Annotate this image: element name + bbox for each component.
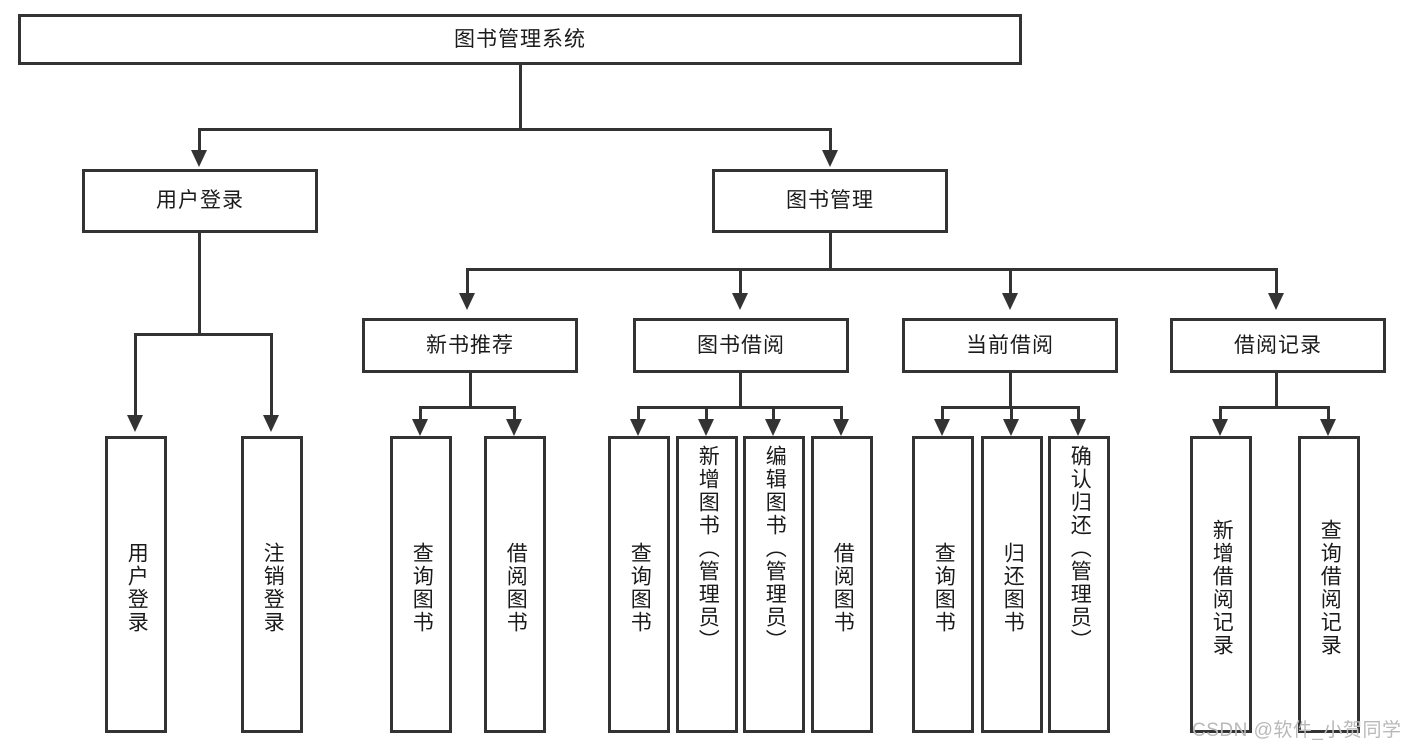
edge-bb-to-leaf-2 — [705, 406, 708, 421]
edge-cb-to-leaf-1 — [941, 406, 944, 421]
edge-root-bus — [198, 128, 832, 131]
leaf-current-borrow-2[interactable]: 归还图书 — [981, 436, 1043, 733]
arrow-bb-to-leaf-2 — [698, 419, 714, 436]
edge-book-management-stem — [829, 233, 832, 270]
leaf-user-login-1[interactable]: 用户登录 — [105, 436, 167, 733]
edge-book-management-bus — [466, 268, 1278, 271]
arrow-new-book-to-leaf-2 — [506, 419, 522, 436]
edge-bb-to-leaf-3 — [772, 406, 775, 421]
leaf-book-borrow-1[interactable]: 查询图书 — [608, 436, 670, 733]
node-label: 当前借阅 — [966, 333, 1054, 357]
node-label: 借阅图书 — [831, 541, 855, 634]
node-current-borrow[interactable]: 当前借阅 — [902, 318, 1118, 373]
node-borrow-record[interactable]: 借阅记录 — [1170, 318, 1386, 373]
leaf-new-book-1[interactable]: 查询图书 — [390, 436, 452, 733]
node-book-management[interactable]: 图书管理 — [712, 169, 948, 233]
node-label: 查询图书 — [932, 541, 956, 634]
arrow-bm-to-borrow-record — [1268, 293, 1284, 310]
node-label: 新增借阅记录 — [1210, 518, 1234, 657]
node-label: 注销登录 — [261, 541, 285, 634]
leaf-book-borrow-4[interactable]: 借阅图书 — [811, 436, 873, 733]
edge-new-book-to-leaf-1 — [419, 406, 422, 421]
node-label: 确认归还（管理员） — [1068, 445, 1092, 652]
node-label: 编辑图书（管理员） — [763, 445, 787, 652]
edge-cb-to-leaf-3 — [1077, 406, 1080, 421]
leaf-current-borrow-3[interactable]: 确认归还（管理员） — [1048, 436, 1110, 733]
leaf-new-book-2[interactable]: 借阅图书 — [484, 436, 546, 733]
leaf-book-borrow-2[interactable]: 新增图书（管理员） — [676, 436, 738, 733]
edge-bm-to-book-borrow — [739, 268, 742, 295]
csdn-watermark: CSDN @软件_小贺同学 — [1192, 720, 1402, 741]
edge-br-to-leaf-2 — [1327, 406, 1330, 421]
arrow-cb-to-leaf-2 — [1003, 419, 1019, 436]
edge-borrow-record-bus — [1219, 406, 1330, 409]
edge-bm-to-new-book — [466, 268, 469, 295]
node-label: 用户登录 — [125, 541, 149, 634]
edge-user-login-stem — [198, 233, 201, 335]
edge-current-borrow-stem — [1009, 373, 1012, 408]
leaf-current-borrow-1[interactable]: 查询图书 — [912, 436, 974, 733]
node-label: 借阅记录 — [1234, 333, 1322, 357]
arrow-root-to-book-management — [822, 150, 838, 167]
arrow-root-to-user-login — [191, 150, 207, 167]
arrow-bm-to-new-book — [459, 293, 475, 310]
edge-root-to-user-login — [198, 128, 201, 152]
arrow-cb-to-leaf-3 — [1070, 419, 1086, 436]
edge-new-book-stem — [469, 373, 472, 408]
node-label: 归还图书 — [1001, 541, 1025, 634]
node-root-book-management-system[interactable]: 图书管理系统 — [18, 14, 1022, 65]
edge-user-login-to-leaf-2 — [270, 333, 273, 417]
leaf-borrow-record-2[interactable]: 查询借阅记录 — [1298, 436, 1360, 733]
leaf-user-login-2[interactable]: 注销登录 — [241, 436, 303, 733]
node-label: 新书推荐 — [426, 333, 514, 357]
arrow-user-login-to-leaf-1 — [127, 415, 143, 432]
edge-bb-to-leaf-1 — [637, 406, 640, 421]
node-label: 图书管理系统 — [454, 27, 586, 51]
arrow-bb-to-leaf-1 — [630, 419, 646, 436]
edge-new-book-to-leaf-2 — [513, 406, 516, 421]
node-label: 图书管理 — [786, 189, 874, 213]
edge-user-login-bus — [134, 333, 273, 336]
arrow-br-to-leaf-2 — [1320, 419, 1336, 436]
arrow-bm-to-book-borrow — [732, 293, 748, 310]
node-label: 用户登录 — [156, 189, 244, 213]
edge-user-login-to-leaf-1 — [134, 333, 137, 417]
node-label: 查询图书 — [628, 541, 652, 634]
node-label: 新增图书（管理员） — [696, 445, 720, 652]
edge-bb-to-leaf-4 — [840, 406, 843, 421]
arrow-cb-to-leaf-1 — [934, 419, 950, 436]
node-label: 查询图书 — [410, 541, 434, 634]
edge-bm-to-borrow-record — [1275, 268, 1278, 295]
leaf-borrow-record-1[interactable]: 新增借阅记录 — [1190, 436, 1252, 733]
edge-new-book-bus — [419, 406, 516, 409]
node-user-login[interactable]: 用户登录 — [82, 169, 318, 233]
arrow-br-to-leaf-1 — [1212, 419, 1228, 436]
edge-br-to-leaf-1 — [1219, 406, 1222, 421]
edge-bm-to-current-borrow — [1009, 268, 1012, 295]
node-new-book-recommend[interactable]: 新书推荐 — [362, 318, 578, 373]
arrow-bb-to-leaf-4 — [833, 419, 849, 436]
edge-cb-to-leaf-2 — [1010, 406, 1013, 421]
arrow-new-book-to-leaf-1 — [412, 419, 428, 436]
edge-root-to-book-management — [829, 128, 832, 152]
edge-root-stem — [519, 65, 522, 130]
arrow-user-login-to-leaf-2 — [263, 415, 279, 432]
node-label: 图书借阅 — [697, 333, 785, 357]
leaf-book-borrow-3[interactable]: 编辑图书（管理员） — [743, 436, 805, 733]
node-book-borrow[interactable]: 图书借阅 — [633, 318, 849, 373]
node-label: 查询借阅记录 — [1318, 518, 1342, 657]
edge-borrow-record-stem — [1275, 373, 1278, 408]
edge-book-borrow-stem — [739, 373, 742, 408]
edge-book-borrow-bus — [637, 406, 843, 409]
arrow-bm-to-current-borrow — [1002, 293, 1018, 310]
arrow-bb-to-leaf-3 — [765, 419, 781, 436]
node-label: 借阅图书 — [504, 541, 528, 634]
